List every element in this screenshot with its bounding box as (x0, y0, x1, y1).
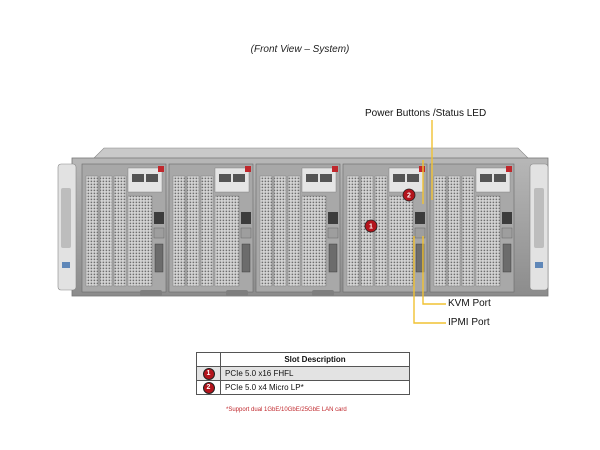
power-buttons-status-led-label: Power Buttons /Status LED (365, 108, 487, 119)
node-2 (168, 163, 254, 293)
vent-slot (200, 175, 214, 287)
lan-port (219, 174, 231, 182)
slot-badge-2: 2 (202, 381, 215, 394)
usb-port (153, 227, 165, 239)
lan-port (393, 174, 405, 182)
node-latch (312, 290, 334, 296)
vent-slot (113, 175, 127, 287)
usb-port (327, 227, 339, 239)
lan-port (306, 174, 318, 182)
status-led (506, 166, 512, 172)
vent-slot (172, 175, 186, 287)
vent-slot (374, 175, 388, 287)
ipmi-port (241, 212, 251, 224)
vent-slot (433, 175, 447, 287)
vent-block (214, 195, 240, 287)
kvm-port (241, 243, 251, 273)
vent-block (127, 195, 153, 287)
kvm-port-label: KVM Port (448, 298, 491, 309)
ipmi-port-label: IPMI Port (448, 317, 490, 328)
slot-desc-1: PCIe 5.0 x16 FHFL (220, 366, 410, 381)
node-1 (81, 163, 167, 293)
node-4 (342, 163, 428, 293)
lan-port (320, 174, 332, 182)
vent-block (475, 195, 501, 287)
lan-port (233, 174, 245, 182)
lan-port (480, 174, 492, 182)
kvm-port (328, 243, 338, 273)
vent-slot (273, 175, 287, 287)
svg-text:2: 2 (407, 193, 411, 200)
lan-port (132, 174, 144, 182)
node-3 (255, 163, 341, 293)
vent-slot (259, 175, 273, 287)
vent-slot (186, 175, 200, 287)
kvm-callout-line (422, 236, 446, 305)
kvm-port (154, 243, 164, 273)
ipmi-port (154, 212, 164, 224)
ipmi-port (328, 212, 338, 224)
usb-port (414, 227, 426, 239)
vent-slot (461, 175, 475, 287)
kvm-port (415, 243, 425, 273)
table-row: 2 PCIe 5.0 x4 Micro LP* (196, 380, 410, 395)
ipmi-callout-line (413, 236, 446, 324)
table-header-empty (196, 352, 221, 367)
node-5 (429, 163, 515, 293)
vent-block (388, 195, 414, 287)
marker-2: 2 (402, 188, 416, 202)
status-led (158, 166, 164, 172)
vent-slot (287, 175, 301, 287)
slot-badge-1: 1 (202, 367, 215, 380)
ipmi-port (502, 212, 512, 224)
footnote: *Support dual 1GbE/10GbE/25GbE LAN card (226, 407, 347, 413)
slot-description-table: Slot Description 1 PCIe 5.0 x16 FHFL 2 P… (196, 352, 410, 395)
vent-block (301, 195, 327, 287)
usb-port (501, 227, 513, 239)
table-row: 1 PCIe 5.0 x16 FHFL (196, 366, 410, 381)
node-latch (140, 290, 162, 296)
lan-port (146, 174, 158, 182)
node-latch (226, 290, 248, 296)
status-led (332, 166, 338, 172)
figure-caption: (Front View – System) (250, 44, 350, 55)
vent-slot (99, 175, 113, 287)
vent-slot (85, 175, 99, 287)
lan-port (407, 174, 419, 182)
table-header-row: Slot Description (196, 352, 410, 367)
marker-1: 1 (364, 219, 378, 233)
slot-desc-2: PCIe 5.0 x4 Micro LP* (220, 380, 410, 395)
lan-port (494, 174, 506, 182)
vent-slot (447, 175, 461, 287)
table-header: Slot Description (220, 352, 410, 367)
vent-slot (346, 175, 360, 287)
usb-port (240, 227, 252, 239)
ipmi-port (415, 212, 425, 224)
status-led (245, 166, 251, 172)
status-led (419, 166, 425, 172)
kvm-port (502, 243, 512, 273)
svg-text:1: 1 (369, 224, 373, 231)
